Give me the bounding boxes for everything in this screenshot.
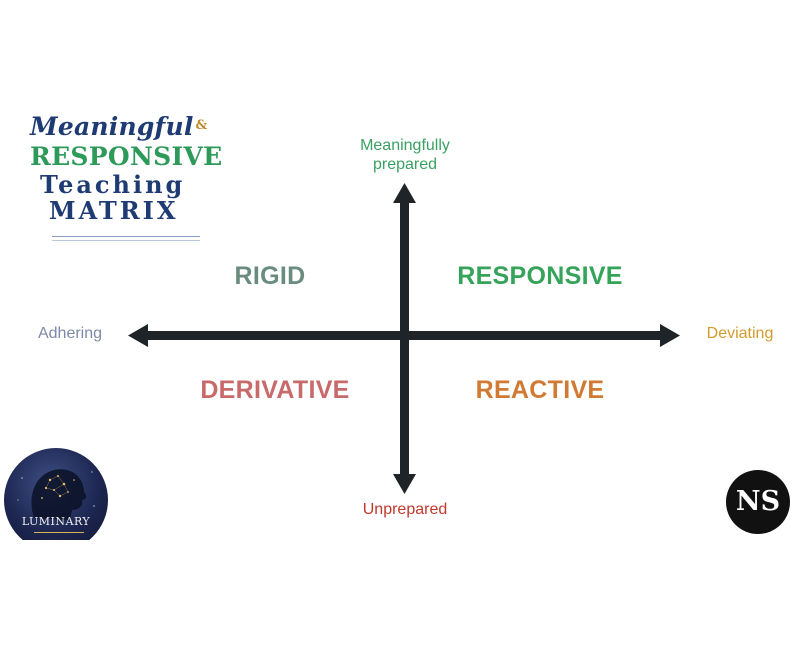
quadrant-responsive: RESPONSIVE: [457, 262, 623, 290]
title-underline: [52, 236, 200, 237]
luminary-text: LUMINARY: [21, 515, 91, 528]
title-responsive: RESPONSIVE: [30, 142, 223, 171]
up-arrowhead: [393, 183, 416, 203]
down-arrowhead: [393, 474, 416, 494]
quadrant-reactive: REACTIVE: [475, 376, 605, 404]
luminary-signature: [34, 532, 84, 533]
quadrant-derivative: DERIVATIVE: [200, 376, 350, 404]
axis-label-top: Meaningfully prepared: [360, 137, 450, 173]
left-arrowhead: [128, 324, 148, 347]
axis-label-bottom: Unprepared: [362, 501, 448, 518]
right-arrowhead: [660, 324, 680, 347]
ns-logo: NS: [726, 470, 790, 534]
title-block: Meaningful& RESPONSIVE Teaching MATRIX: [30, 112, 230, 225]
title-meaningful: Meaningful: [30, 112, 194, 141]
axis-label-right: Deviating: [706, 325, 774, 342]
title-line-meaningful: Meaningful&: [30, 112, 230, 141]
axis-label-left: Adhering: [37, 325, 103, 342]
title-underline-2: [52, 240, 200, 241]
quadrant-rigid: RIGID: [234, 262, 306, 290]
luminary-logo: LUMINARY: [4, 448, 108, 540]
title-matrix: MATRIX: [49, 196, 179, 225]
title-teaching: Teaching: [40, 170, 186, 199]
vertical-axis-line: [400, 200, 409, 484]
brain-head-icon: [17, 469, 95, 520]
title-ampersand: &: [195, 118, 208, 133]
